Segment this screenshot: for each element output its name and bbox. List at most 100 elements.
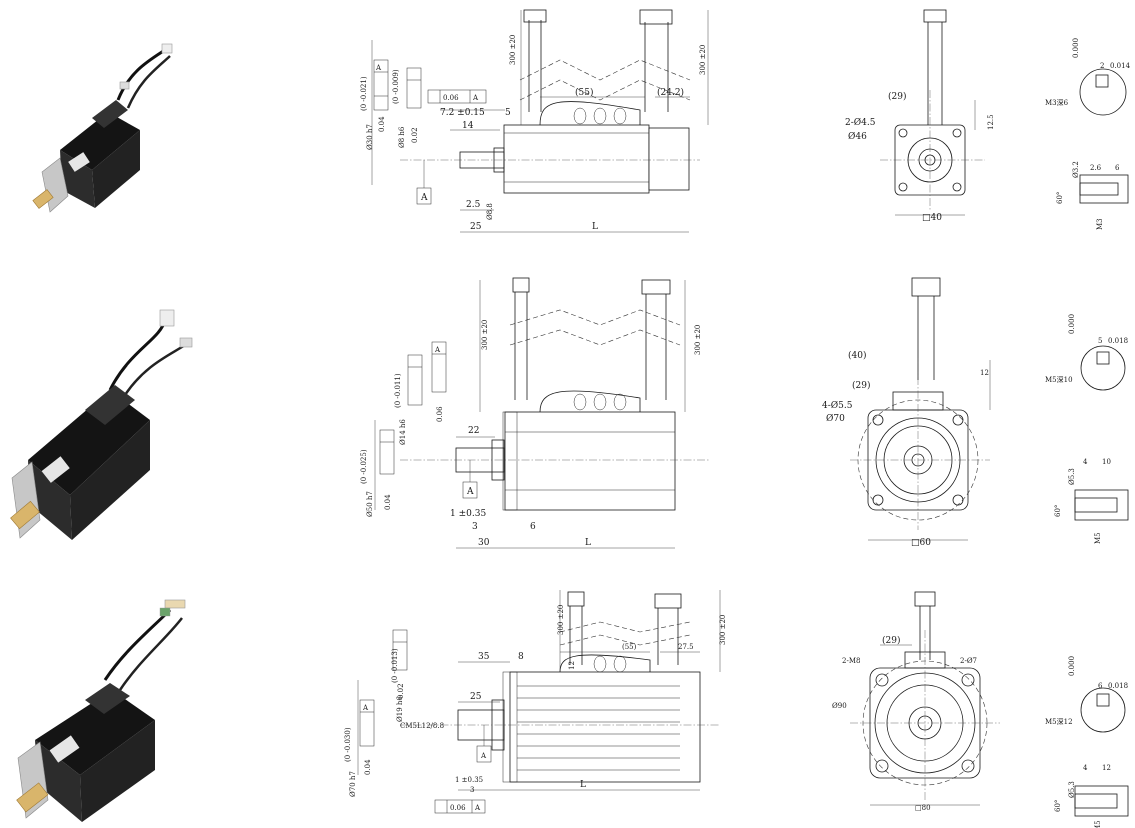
r1-pcd: Ø46 (848, 131, 867, 142)
r2-len: L (585, 538, 591, 548)
r1-d3: 14 (462, 121, 474, 131)
side-view-row2: 300 ±20 300 ±20 Ø14 h6 (0 -0.011) Ø50 h7… (360, 277, 991, 549)
r1-perp-ref: A (472, 94, 479, 102)
r1-offset: 12.5 (987, 114, 995, 130)
r1-shaft-tol: (0 -0.021) (360, 76, 368, 111)
r1-cable-len-b: 300 ±20 (699, 45, 707, 75)
r3-d4: CM5L12/8.8 (400, 722, 444, 730)
r2-hole-d: Ø5.3 (1068, 468, 1076, 485)
r3-body-fins (517, 685, 680, 771)
motor-photo-small (32, 43, 173, 213)
r3-len: L (580, 780, 586, 790)
r3-thread-h: M5 (1094, 820, 1102, 828)
r2-holes: 4-Ø5.5 (822, 400, 853, 411)
r2-depth-e: 4 (1083, 458, 1088, 466)
r1-thread-h: M3 (1096, 218, 1104, 230)
r3-spigot-dia: Ø70 h7 (349, 771, 357, 797)
r1-depth-e: 2.6 (1090, 164, 1102, 172)
r3-d9: 3 (470, 786, 474, 794)
r2-keyway: M5深10 (1045, 375, 1073, 384)
side-view-row3: 300 ±20 300 ±20 Ø19 h6 (0 -0.013) Ø70 h7… (344, 590, 727, 814)
r1-cable-len-a: 300 ±20 (509, 35, 517, 65)
r3-conn: (29) (882, 635, 900, 646)
r3-d6: 27.5 (678, 643, 694, 651)
r2-square: □60 (911, 538, 931, 548)
r2-thread-h: M5 (1094, 532, 1102, 544)
r1-holes: 2-Ø4.5 (845, 117, 876, 128)
r3-cable-len-a: 300 ±20 (557, 605, 565, 635)
r3-d5: (55) (622, 643, 637, 651)
r2-d5: 30 (478, 538, 490, 548)
r1-ref-a: A (375, 64, 382, 72)
r2-shaft-tol: (0 -0.011) (394, 373, 402, 408)
front-view-row1: 2-Ø4.5 Ø46 (29) 12.5 □40 (845, 9, 995, 223)
r3-d8: 1 ±0.35 (455, 776, 483, 784)
r1-d2: 5 (505, 108, 511, 118)
r2-d1: 22 (468, 426, 479, 436)
r1-d4: (55) (575, 87, 593, 98)
r3-runout2: 0.04 (364, 759, 372, 775)
r1-d7: 2.5 (466, 200, 481, 210)
motor-photo-medium (10, 309, 193, 540)
r3-holes-r: 2-Ø7 (960, 657, 977, 665)
r1-perp: 0.06 (443, 94, 459, 102)
r1-d5: (24.2) (657, 87, 684, 98)
r2-pcd: Ø70 (826, 413, 845, 424)
r2-d3: 3 (472, 522, 478, 532)
r2-shaft-dia: Ø14 h6 (399, 419, 407, 445)
r1-d6: Ø8.8 (486, 203, 494, 220)
r1-keyway: M3深6 (1045, 98, 1069, 107)
r3-square: □80 (915, 804, 931, 812)
r2-offset: 12 (980, 369, 989, 377)
r3-perp: 0.06 (450, 804, 466, 812)
r1-shaft-dia2: Ø8 h6 (398, 126, 406, 148)
r2-depth-f: 10 (1102, 458, 1111, 466)
r3-runout: 0.02 (397, 683, 405, 699)
r3-angle-g: 60° (1054, 800, 1062, 812)
r2-runout: 0.04 (384, 494, 392, 510)
front-view-row3: (29) 2-M8 2-Ø7 Ø90 □80 (832, 591, 1000, 812)
detail-row2: M5深10 0.000 0.018 5 Ø5.3 4 10 60° M5 (1045, 314, 1129, 544)
r1-hole-d: Ø3.2 (1072, 161, 1080, 178)
r3-d3: 25 (470, 692, 482, 702)
front-view-row2: (40) (29) 4-Ø5.5 Ø70 12 □60 (822, 277, 990, 548)
r2-tol-a: 0.000 (1068, 314, 1076, 334)
r1-runout2: 0.02 (411, 127, 419, 143)
r3-spigot-tol: (0 -0.030) (344, 727, 352, 762)
r3-holes-l: 2-M8 (842, 657, 860, 665)
r2-angle-g: 60° (1054, 505, 1062, 517)
detail-row1: M3深6 0.000 0.014 2 Ø3.2 2.6 6 60° M3 (1045, 38, 1131, 230)
r3-cable-len-b: 300 ±20 (719, 615, 727, 645)
r2-d2: 1 ±0.35 (450, 509, 486, 519)
r3-shaft-tol: (0 -0.013) (391, 648, 399, 683)
r1-conn: (29) (888, 91, 906, 102)
r2-ref-a: A (434, 346, 441, 354)
r2-spigot-dia: Ø50 h7 (366, 491, 374, 517)
side-view-row1: 300 ±20 300 ±20 Ø30 h7 (0 -0.021) Ø8 h6 … (360, 9, 976, 233)
r3-tol-a: 0.000 (1068, 656, 1076, 676)
r2-cable-len-a: 300 ±20 (481, 320, 489, 350)
r3-ref-a: A (362, 704, 369, 712)
r1-tol-b: 0.014 (1110, 62, 1131, 70)
r1-angle-g: 60° (1056, 192, 1064, 204)
r3-d1: 35 (478, 652, 490, 662)
detail-row3: M5深12 0.000 0.018 6 Ø5.3 4 12 60° M5 (1045, 656, 1129, 828)
r1-len: L (592, 222, 598, 232)
r2-cable-len-b: 300 ±20 (694, 325, 702, 355)
r1-d8: 25 (470, 222, 482, 232)
r1-runout1: 0.04 (378, 116, 386, 132)
r1-key-c: 2 (1100, 62, 1104, 70)
r2-conn2: (29) (852, 380, 870, 391)
r3-keyway: M5深12 (1045, 717, 1073, 726)
r3-key-c: 6 (1098, 682, 1103, 690)
r1-tol-a: 0.000 (1072, 38, 1080, 58)
r3-depth-e: 4 (1083, 764, 1088, 772)
r3-hole-d: Ø5.3 (1068, 781, 1076, 798)
r2-key-c: 5 (1098, 337, 1102, 345)
r2-perp: 0.06 (436, 406, 444, 422)
r1-shaft-tol2: (0 -0.009) (392, 69, 400, 104)
r3-d7: 12 (568, 661, 576, 670)
r3-pcd: Ø90 (832, 702, 847, 710)
